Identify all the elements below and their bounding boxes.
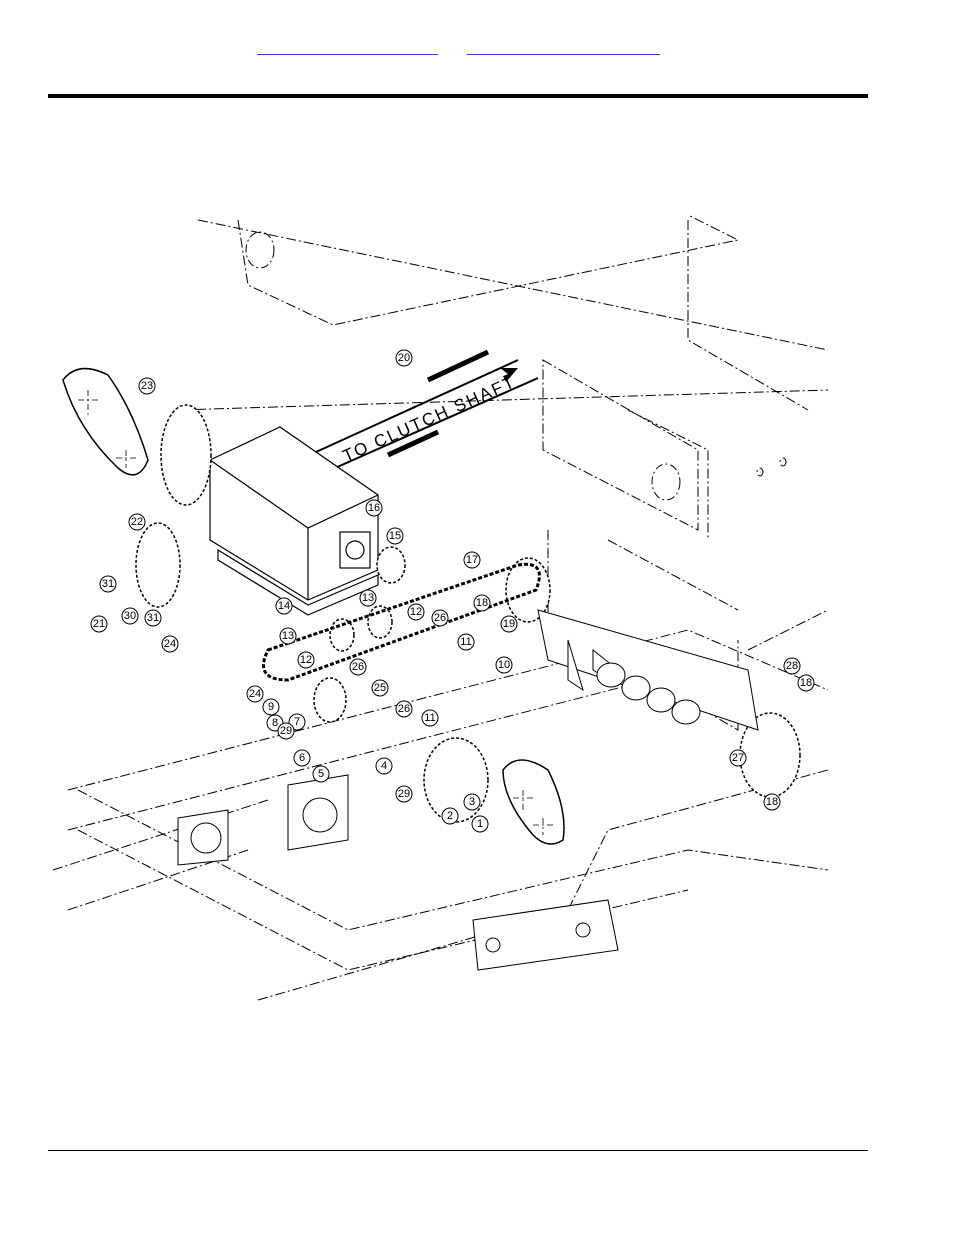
callout-12: 12 (408, 604, 424, 620)
svg-text:26: 26 (352, 661, 364, 673)
callout-11: 11 (458, 634, 474, 650)
callout-22: 22 (129, 514, 145, 530)
svg-text:30: 30 (124, 610, 136, 622)
svg-text:27: 27 (732, 752, 744, 764)
svg-text:18: 18 (476, 597, 488, 609)
svg-text:2: 2 (447, 810, 453, 822)
svg-text:23: 23 (141, 380, 153, 392)
svg-text:11: 11 (424, 712, 435, 724)
svg-text:7: 7 (294, 716, 300, 728)
svg-text:4: 4 (381, 760, 387, 772)
header-link-1[interactable] (257, 38, 438, 55)
callout-18b: 18 (798, 675, 814, 691)
callout-17: 17 (464, 552, 480, 568)
svg-text:21: 21 (93, 618, 105, 630)
callout-14: 14 (276, 598, 292, 614)
svg-text:10: 10 (498, 659, 510, 671)
exploded-parts-diagram: TO CLUTCH SHAFT (48, 210, 828, 1010)
svg-text:26: 26 (398, 703, 410, 715)
callout-6: 6 (294, 750, 310, 766)
svg-text:9: 9 (268, 701, 274, 713)
callout-26b: 26 (350, 659, 366, 675)
meter-housing (538, 610, 758, 730)
svg-text:3: 3 (469, 796, 475, 808)
svg-text:28: 28 (786, 660, 798, 672)
svg-text:29: 29 (280, 725, 292, 737)
svg-text:16: 16 (368, 502, 380, 514)
svg-text:22: 22 (131, 516, 143, 528)
svg-text:17: 17 (466, 554, 478, 566)
callout-13: 13 (360, 590, 376, 606)
svg-text:29: 29 (398, 788, 410, 800)
callout-19: 19 (501, 616, 517, 632)
callout-5: 5 (313, 766, 329, 782)
svg-text:6: 6 (299, 752, 305, 764)
callout-28: 28 (784, 658, 800, 674)
callout-30: 30 (122, 608, 138, 624)
callout-18: 18 (474, 595, 490, 611)
callout-18c: 18 (764, 794, 780, 810)
callout-25: 25 (372, 680, 388, 696)
callout-31: 31 (100, 576, 116, 592)
callout-13b: 13 (280, 628, 296, 644)
svg-text:26: 26 (434, 612, 446, 624)
svg-text:25: 25 (374, 682, 386, 694)
svg-text:14: 14 (278, 600, 290, 612)
callout-27: 27 (730, 750, 746, 766)
callout-26: 26 (432, 610, 448, 626)
callout-3: 3 (464, 794, 480, 810)
callout-2: 2 (442, 808, 458, 824)
svg-text:15: 15 (389, 530, 401, 542)
svg-text:12: 12 (300, 654, 312, 666)
callout-20: 20 (396, 350, 412, 366)
header-link-2[interactable] (467, 38, 660, 55)
callout-12b: 12 (298, 652, 314, 668)
callout-15: 15 (387, 528, 403, 544)
svg-text:20: 20 (398, 352, 410, 364)
frame-outline (53, 215, 828, 1000)
svg-text:12: 12 (410, 606, 422, 618)
svg-text:31: 31 (147, 612, 159, 624)
footer-rule (48, 1150, 868, 1151)
svg-text:1: 1 (477, 818, 483, 830)
callout-29b: 29 (396, 786, 412, 802)
svg-text:24: 24 (164, 638, 176, 650)
header-rule (48, 94, 868, 98)
svg-text:8: 8 (272, 717, 278, 729)
svg-text:24: 24 (249, 688, 261, 700)
svg-text:11: 11 (460, 636, 471, 648)
svg-text:18: 18 (800, 677, 812, 689)
callout-26c: 26 (396, 701, 412, 717)
callout-16: 16 (366, 500, 382, 516)
callout-21: 21 (91, 616, 107, 632)
svg-text:31: 31 (102, 578, 114, 590)
callout-9: 9 (263, 699, 279, 715)
callout-29: 29 (278, 723, 294, 739)
callout-31b: 31 (145, 610, 161, 626)
callout-24: 24 (162, 636, 178, 652)
svg-text:19: 19 (503, 618, 515, 630)
callout-11b: 11 (422, 710, 438, 726)
svg-text:18: 18 (766, 796, 778, 808)
callout-4: 4 (376, 758, 392, 774)
svg-text:5: 5 (318, 768, 324, 780)
svg-text:13: 13 (282, 630, 294, 642)
callout-24b: 24 (247, 686, 263, 702)
callout-23: 23 (139, 378, 155, 394)
svg-text:13: 13 (362, 592, 374, 604)
annotation-text: TO CLUTCH SHAFT (340, 372, 519, 466)
callout-1: 1 (472, 816, 488, 832)
callout-10: 10 (496, 657, 512, 673)
